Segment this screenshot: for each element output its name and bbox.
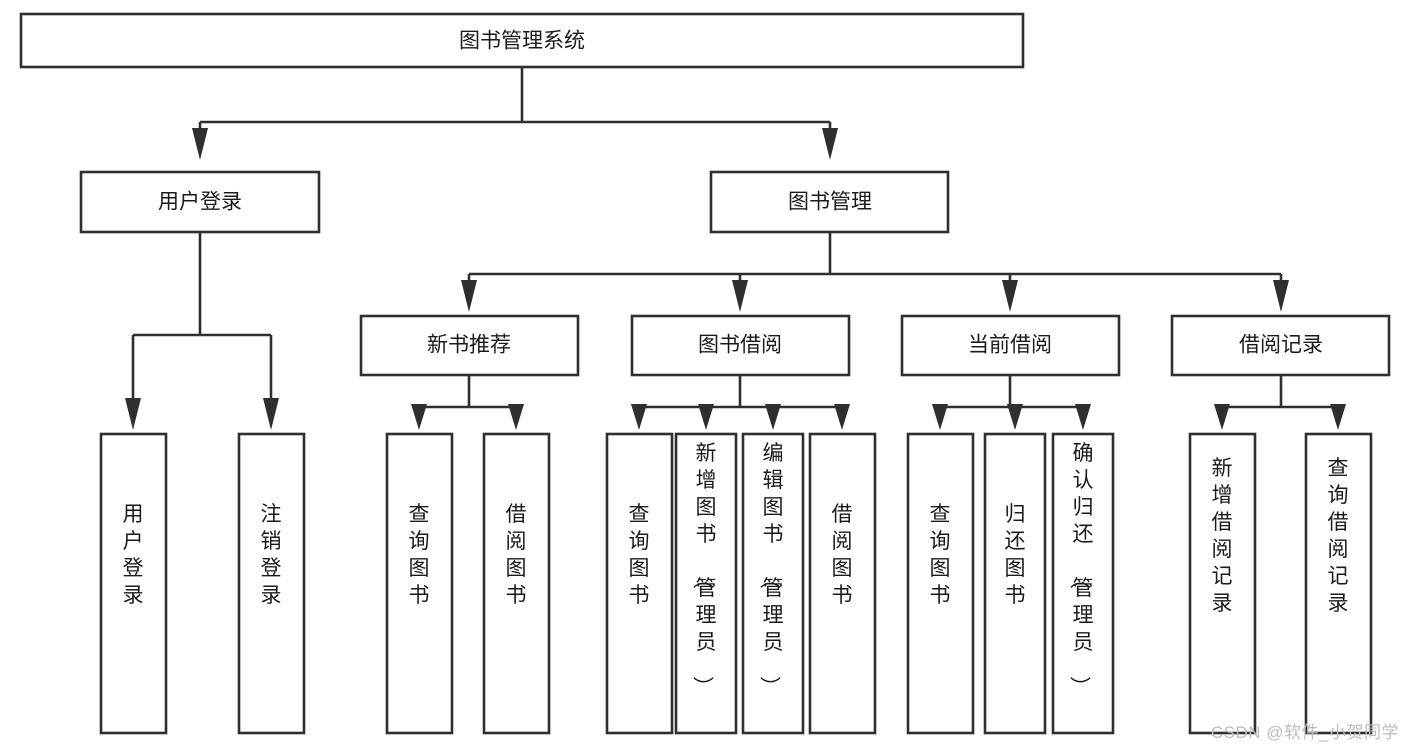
node-leaf-borrow-book-1[interactable]: 借阅图书 [482,432,551,735]
node-leaf-return-book-label: 归还图书 [1005,503,1026,607]
arrow-to-leaf-user-logout [263,398,279,430]
node-borrow-record-label: 借阅记录 [1239,334,1323,357]
arrow-to-leaf-return-book [1007,404,1023,430]
arrow-to-current-borrow [1002,280,1018,312]
node-leaf-query-book-2[interactable]: 查询图书 [605,432,674,735]
node-leaf-borrow-book-1-label: 借阅图书 [506,503,527,607]
node-book-manage[interactable]: 图书管理 [709,170,950,234]
node-root-box[interactable] [19,12,1025,69]
node-leaf-add-record-box[interactable] [1188,432,1257,735]
arrow-to-leaf-borrow-book-2 [834,404,850,430]
node-leaf-query-book-1-label: 查询图书 [409,503,430,607]
arrow-to-leaf-borrow-book-1 [508,404,524,430]
node-leaf-query-record-label: 查询借阅记录 [1328,457,1349,615]
node-book-borrow-label: 图书借阅 [698,334,782,357]
node-current-borrow-label: 当前借阅 [968,334,1052,357]
node-borrow-record-box[interactable] [1170,314,1391,377]
node-current-borrow[interactable]: 当前借阅 [900,314,1121,377]
node-borrow-record[interactable]: 借阅记录 [1170,314,1391,377]
node-root-label: 图书管理系统 [459,30,585,53]
node-leaf-add-book-label: 新增图书（管理员） [691,442,717,697]
arrow-to-leaf-add-record [1214,404,1230,430]
connector-group-new-book-rec [411,375,524,430]
connector-group-borrow-record [1214,375,1346,430]
arrow-to-book-manage [822,128,838,160]
arrow-to-leaf-query-book-2 [631,404,647,430]
node-leaf-return-book-box[interactable] [983,432,1047,735]
node-leaf-confirm-return-box[interactable] [1051,432,1115,735]
node-user-login[interactable]: 用户登录 [79,170,321,234]
node-leaf-borrow-book-2-label: 借阅图书 [832,503,853,607]
node-leaf-query-book-3-box[interactable] [906,432,975,735]
node-leaf-user-logout-box[interactable] [237,432,306,735]
node-new-book-rec-label: 新书推荐 [427,334,511,357]
node-leaf-user-login[interactable]: 用户登录 [99,432,168,735]
node-leaf-query-book-1[interactable]: 查询图书 [385,432,454,735]
node-leaf-borrow-book-2-box[interactable] [808,432,877,735]
csdn-watermark: CSDN @软件_小贺同学 [1210,723,1399,742]
node-leaf-add-record[interactable]: 新增借阅记录 [1188,432,1257,735]
node-leaf-user-login-box[interactable] [99,432,168,735]
node-book-borrow[interactable]: 图书借阅 [630,314,851,377]
arrow-to-leaf-edit-book [765,404,781,430]
node-leaf-add-record-label: 新增借阅记录 [1212,457,1233,615]
arrow-to-borrow-record [1273,280,1289,312]
connector-group-user-login [125,232,279,430]
node-leaf-user-logout-label: 注销登录 [261,503,282,607]
node-leaf-add-book[interactable]: 新增图书（管理员） [674,432,738,735]
node-root[interactable]: 图书管理系统 [19,12,1025,69]
node-leaf-user-logout[interactable]: 注销登录 [237,432,306,735]
node-leaf-query-book-3[interactable]: 查询图书 [906,432,975,735]
arrow-to-leaf-confirm-return [1075,404,1091,430]
node-leaf-add-book-box[interactable] [674,432,738,735]
arrow-to-leaf-query-record [1330,404,1346,430]
node-leaf-borrow-book-1-box[interactable] [482,432,551,735]
connector-group-current-borrow [932,375,1091,430]
node-leaf-return-book[interactable]: 归还图书 [983,432,1047,735]
node-book-manage-box[interactable] [709,170,950,234]
node-leaf-borrow-book-2[interactable]: 借阅图书 [808,432,877,735]
node-leaf-query-record-box[interactable] [1304,432,1373,735]
node-user-login-box[interactable] [79,170,321,234]
arrow-to-leaf-add-book [698,404,714,430]
connector-group-book-borrow [631,375,850,430]
arrow-to-leaf-query-book-1 [411,404,427,430]
arrow-to-book-borrow [732,280,748,312]
node-leaf-edit-book[interactable]: 编辑图书（管理员） [741,432,805,735]
node-leaf-edit-book-label: 编辑图书（管理员） [758,442,784,697]
node-leaf-query-book-2-box[interactable] [605,432,674,735]
arrow-to-leaf-user-login [125,398,141,430]
arrow-to-leaf-query-book-3 [932,404,948,430]
node-leaf-query-book-2-label: 查询图书 [629,503,650,607]
node-book-manage-label: 图书管理 [788,191,872,214]
node-leaf-query-record[interactable]: 查询借阅记录 [1304,432,1373,735]
node-book-borrow-box[interactable] [630,314,851,377]
node-leaf-confirm-return[interactable]: 确认归还（管理员） [1051,432,1115,735]
node-leaf-query-book-3-label: 查询图书 [930,503,951,607]
arrow-to-new-book-rec [461,280,477,312]
connector-group-root [192,67,838,160]
node-new-book-rec-box[interactable] [359,314,580,377]
node-new-book-rec[interactable]: 新书推荐 [359,314,580,377]
node-leaf-query-book-1-box[interactable] [385,432,454,735]
node-current-borrow-box[interactable] [900,314,1121,377]
node-leaf-edit-book-box[interactable] [741,432,805,735]
node-leaf-confirm-return-label: 确认归还（管理员） [1068,442,1094,697]
arrow-to-user-login [192,128,208,160]
node-leaf-user-login-label: 用户登录 [123,503,144,607]
node-user-login-label: 用户登录 [158,191,242,214]
connector-group-book-manage [461,232,1289,312]
